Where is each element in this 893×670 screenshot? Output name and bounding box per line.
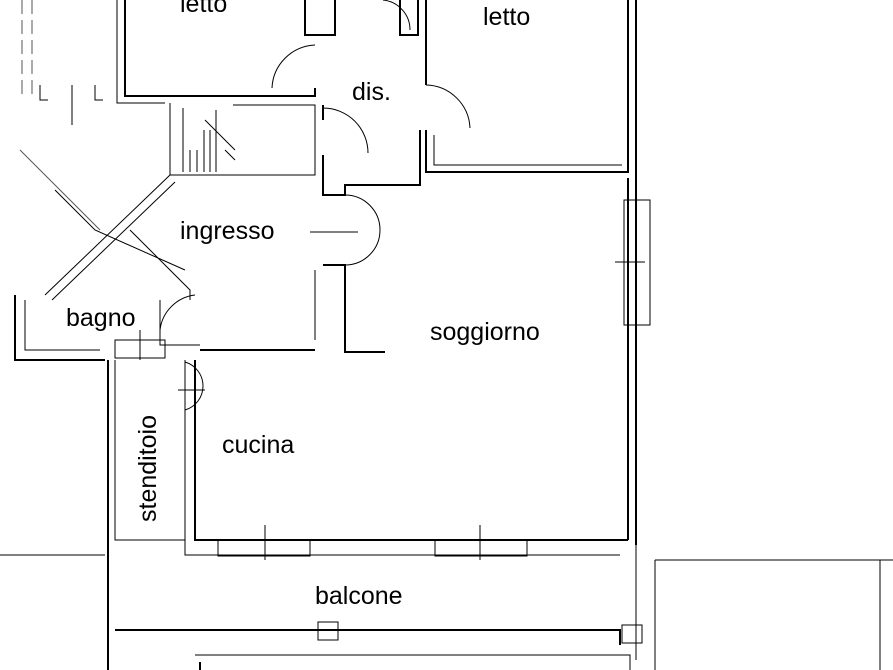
room-label-stenditoio: stenditoio: [134, 415, 162, 522]
room-label-cucina: cucina: [222, 431, 294, 459]
doors: [159, 0, 471, 411]
stairs: [182, 108, 236, 172]
room-label-letto-left: letto: [180, 0, 227, 18]
room-label-ingresso: ingresso: [180, 217, 275, 245]
windows: [114, 199, 651, 560]
room-label-dis: dis.: [352, 78, 391, 106]
room-label-balcone: balcone: [315, 582, 403, 610]
room-label-bagno: bagno: [66, 304, 136, 332]
room-label-soggiorno: soggiorno: [430, 318, 540, 346]
room-label-letto-right: letto: [483, 3, 530, 31]
